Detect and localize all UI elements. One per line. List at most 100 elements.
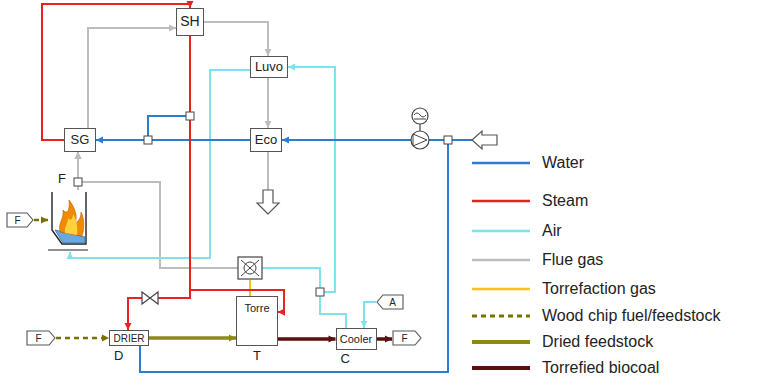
arrowhead — [361, 321, 368, 328]
arrowhead — [187, 1, 194, 8]
arrowhead — [96, 137, 103, 144]
arrowhead — [278, 309, 285, 316]
legend-entry: Water — [472, 152, 584, 174]
legend-entry: Torrefaction gas — [472, 278, 656, 300]
product-sink-tag: F — [392, 330, 422, 346]
legend-text: Steam — [542, 192, 588, 210]
legend-entry: Flue gas — [472, 249, 603, 271]
arrowhead — [229, 335, 236, 342]
arrowhead — [169, 25, 176, 32]
arrowhead — [329, 336, 336, 343]
steam-generator-box: SG — [64, 128, 96, 152]
legend-entry: Dried feedstock — [472, 331, 653, 353]
flow-connector — [56, 335, 109, 342]
arrowhead — [75, 152, 82, 159]
torrefaction-reactor: TorreT — [236, 296, 278, 346]
drier-box: DRIERD — [109, 330, 149, 346]
unit-name: SH — [180, 14, 199, 29]
unit-name: F — [35, 333, 41, 344]
pump-symbol — [411, 108, 429, 149]
unit-name: F — [14, 215, 20, 226]
flow-line — [70, 70, 250, 258]
legend-text: Dried feedstock — [542, 333, 653, 351]
flow-connector — [361, 302, 377, 328]
legend-sample — [472, 278, 532, 300]
flow-connector — [149, 335, 236, 342]
flow-line — [190, 116, 284, 312]
flow-line — [204, 22, 268, 56]
unit-letter: C — [341, 352, 350, 366]
flow-connector — [140, 137, 448, 373]
legend-text: Flue gas — [542, 251, 603, 269]
exhaust-line — [267, 152, 269, 190]
flow-line — [56, 337, 109, 340]
legend-sample — [472, 249, 532, 271]
flow-line — [128, 36, 190, 330]
flow-connector — [34, 217, 48, 224]
unit-name: SG — [71, 133, 90, 147]
legend-entry: Air — [472, 220, 562, 242]
flow-connector — [67, 70, 251, 259]
arrowhead — [288, 64, 295, 71]
water-inlet-arrow — [472, 131, 497, 149]
flow-line — [148, 116, 250, 140]
arrowhead — [125, 323, 132, 330]
flow-line — [249, 280, 251, 296]
legend-sample — [472, 190, 532, 212]
unit-letter: F — [58, 172, 66, 186]
unit-name: Luvo — [255, 60, 283, 74]
flow-line — [140, 140, 448, 372]
flow-line — [88, 28, 176, 128]
arrowhead — [75, 152, 82, 159]
arrowhead — [265, 121, 272, 128]
gas-burner-symbol — [238, 257, 262, 279]
flow-connector — [377, 336, 393, 343]
unit-name: Cooler — [340, 333, 372, 345]
exhaust-arrow — [257, 190, 279, 214]
flow-connector — [88, 25, 176, 129]
arrowhead — [278, 309, 285, 316]
legend-text: Water — [542, 154, 584, 172]
legend-sample — [472, 305, 532, 327]
legend-entry: Torrefied biocoal — [472, 357, 659, 379]
arrowhead — [75, 152, 82, 159]
flow-connector — [278, 336, 336, 343]
flow-line — [78, 152, 238, 268]
arrowhead — [265, 49, 272, 56]
flow-line — [288, 67, 346, 328]
unit-name: Torre — [244, 302, 269, 314]
flow-line — [78, 152, 238, 268]
flow-line — [149, 336, 236, 340]
flow-connector — [204, 22, 272, 56]
air-preheater-box: Luvo — [250, 56, 288, 78]
superheater-box: SH — [176, 8, 204, 36]
legend-entry: Steam — [472, 190, 588, 212]
flow-connector — [265, 78, 272, 128]
flow-line — [267, 78, 269, 128]
furnace: F — [48, 190, 88, 252]
flow-connector — [42, 1, 194, 140]
arrowhead — [282, 137, 289, 144]
legend-text: Air — [542, 222, 562, 240]
furnace-drawing — [48, 190, 88, 252]
legend-text: Torrefied biocoal — [542, 359, 659, 377]
air-source-tag: A — [376, 294, 404, 310]
legend-sample — [472, 220, 532, 242]
unit-name: A — [389, 297, 396, 308]
legend-sample — [472, 357, 532, 379]
flow-connector — [75, 152, 251, 296]
arrowhead — [41, 217, 48, 224]
legend-text: Torrefaction gas — [542, 280, 656, 298]
fuel-source-tag: F — [6, 212, 34, 228]
unit-name: DRIER — [113, 333, 144, 344]
arrowhead — [67, 252, 74, 259]
legend-entry: Wood chip fuel/feedstock — [472, 305, 720, 327]
flow-line — [278, 337, 336, 341]
feedstock-source-tag: F — [26, 330, 56, 346]
unit-name: F — [401, 333, 407, 344]
legend-sample — [472, 152, 532, 174]
cooler-box: CoolerC — [336, 328, 377, 350]
